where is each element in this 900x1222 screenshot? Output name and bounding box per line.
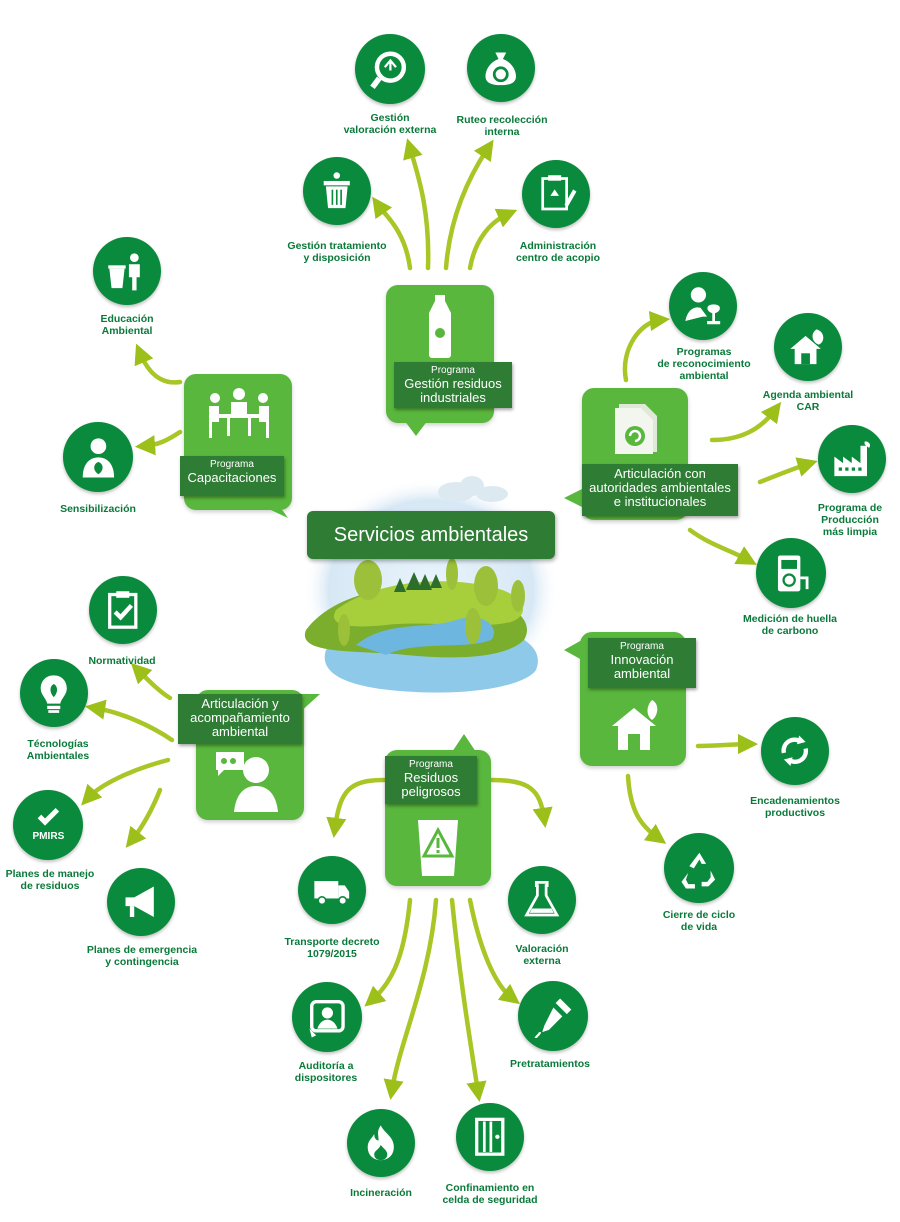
landscape-illustration [303,476,559,702]
label-sensibilizacion: Sensibilización [60,503,136,515]
label-produccion: Programa de Producción más limpia [817,502,883,538]
auditor-icon[interactable] [292,982,362,1052]
label-transporte: Transporte decreto 1079/2015 [284,936,380,960]
garbage-truck-icon[interactable] [298,856,366,924]
planting-person-icon[interactable] [669,272,737,340]
pmirs-text: PMIRS [32,830,64,841]
program-autoridades-tag: Articulación con autoridades ambientales… [582,464,738,516]
search-recycle-icon[interactable] [355,34,425,104]
flask-icon[interactable] [508,866,576,934]
person-leaf-icon[interactable] [63,422,133,492]
carbon-meter-icon[interactable] [756,538,826,608]
label-huella: Medición de huella de carbono [743,613,837,637]
box-pointer [258,504,288,518]
program-name: Capacitaciones [187,470,277,485]
fire-icon[interactable] [347,1109,415,1177]
main-title: Servicios ambientales [307,511,555,559]
program-name: Residuos peligrosos [401,770,461,799]
label-tecnologias: Técnologías Ambientales [26,738,90,762]
program-name: Articulación con autoridades ambientales… [589,466,731,509]
label-ruteo: Ruteo recolección interna [456,114,548,138]
box-pointer [404,420,428,436]
label-acopio: Administración centro de acopio [515,240,600,264]
bottle-icon [429,295,451,358]
label-encadenamientos: Encadenamientos productivos [750,795,840,819]
label-emergencia: Planes de emergencia y contingencia [86,944,198,968]
label-confinamiento: Confinamiento en celda de seguridad [442,1182,538,1206]
program-name: Gestión residuos industriales [404,376,502,405]
label-pretratamientos: Pretratamientos [510,1058,590,1070]
recycled-document-icon [615,404,657,454]
house-leaf-icon[interactable] [774,313,842,381]
program-kicker: Programa [431,365,475,376]
box-pointer [298,694,320,714]
meeting-icon [209,388,269,438]
label-reconocimiento: Programas de reconocimiento ambiental [657,346,751,382]
label-gestion-valoracion-externa: Gestión valoración externa [343,112,437,136]
checklist-icon[interactable] [89,576,157,644]
assistant-icon [216,752,278,812]
pmirs-badge-icon[interactable]: PMIRS [13,790,83,860]
lightbulb-leaf-icon[interactable] [20,659,88,727]
waste-bin-icon[interactable] [303,157,371,225]
label-tratamiento: Gestión tratamiento y disposición [287,240,387,264]
box-pointer [564,640,582,660]
program-kicker: Programa [620,641,664,652]
eco-house-icon [612,700,658,750]
recycle-bag-icon[interactable] [467,34,535,102]
box-pointer [452,734,476,752]
label-valoracion: Valoración externa [515,943,569,967]
program-industrial-tag: Programa Gestión residuos industriales [394,362,512,408]
label-auditoria: Auditoría a dispositores [294,1060,358,1084]
program-capacitaciones-tag: Programa Capacitaciones [180,456,284,496]
program-kicker: Programa [210,459,254,470]
clipboard-recycle-icon[interactable] [522,160,590,228]
program-name: Innovación ambiental [610,652,674,681]
label-normatividad: Normatividad [88,655,156,667]
megaphone-icon[interactable] [107,868,175,936]
recycle-arrows-icon[interactable] [761,717,829,785]
program-acompanamiento-tag: Articulación y acompañamiento ambiental [178,694,302,744]
label-incineracion: Incineración [350,1187,412,1199]
education-bin-icon[interactable] [93,237,161,305]
label-pmirs: Planes de manejo de residuos [5,868,95,892]
program-innovacion-tag: Programa Innovación ambiental [588,638,696,688]
program-name: Articulación y acompañamiento ambiental [190,696,290,739]
recycle-symbol-icon[interactable] [664,833,734,903]
hazard-barrel-icon [418,820,458,876]
label-agenda: Agenda ambiental CAR [762,389,854,413]
vault-cell-icon[interactable] [456,1103,524,1171]
dropper-icon[interactable] [518,981,588,1051]
box-pointer [564,488,584,508]
label-cierre: Cierre de ciclo de vida [662,909,736,933]
program-peligrosos-tag: Programa Residuos peligrosos [385,756,477,804]
factory-icon[interactable] [818,425,886,493]
program-kicker: Programa [409,759,453,770]
label-educacion: Educación Ambiental [100,313,154,337]
